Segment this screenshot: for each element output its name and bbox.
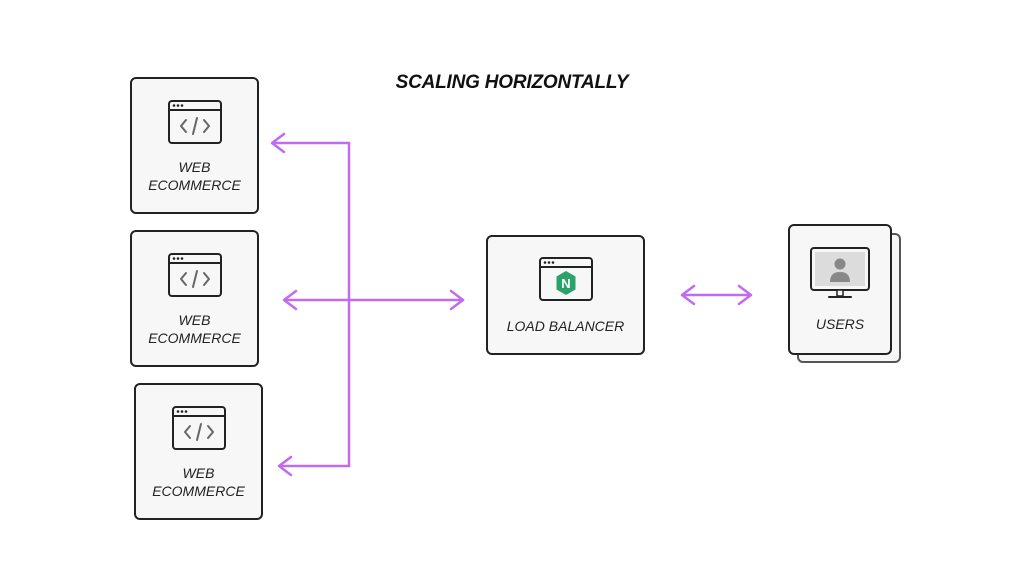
web-ecommerce-node-3: WEB ECOMMERCE — [134, 383, 263, 520]
users-node: USERS — [788, 224, 892, 355]
code-window-icon — [172, 406, 226, 450]
diagram-title: SCALING HORIZONTALLY — [395, 72, 629, 93]
code-window-icon — [168, 253, 222, 297]
nginx-window-icon: N — [539, 257, 593, 301]
load-balancer-node: N LOAD BALANCER — [486, 235, 645, 355]
web-node-3-label-line1: WEB — [182, 465, 215, 481]
arrow-to-web-3 — [277, 455, 351, 477]
users-label: USERS — [815, 316, 865, 332]
code-window-icon — [168, 100, 222, 144]
user-monitor-icon — [810, 247, 870, 298]
arrowhead-to-load-balancer — [449, 289, 465, 311]
web-ecommerce-node-2: WEB ECOMMERCE — [130, 230, 259, 367]
arrow-to-web-1 — [270, 132, 351, 154]
web-node-1-label-line2: ECOMMERCE — [148, 177, 241, 193]
arrow-to-web-2 — [282, 289, 465, 311]
nginx-letter: N — [561, 276, 570, 291]
bidirectional-arrow-users — [680, 284, 753, 306]
web-node-2-label-line2: ECOMMERCE — [148, 330, 241, 346]
web-node-2-label-line1: WEB — [178, 312, 211, 328]
load-balancer-label: LOAD BALANCER — [506, 318, 625, 334]
web-ecommerce-node-1: WEB ECOMMERCE — [130, 77, 259, 214]
web-node-1-label-line1: WEB — [178, 159, 211, 175]
web-node-3-label-line2: ECOMMERCE — [152, 483, 245, 499]
